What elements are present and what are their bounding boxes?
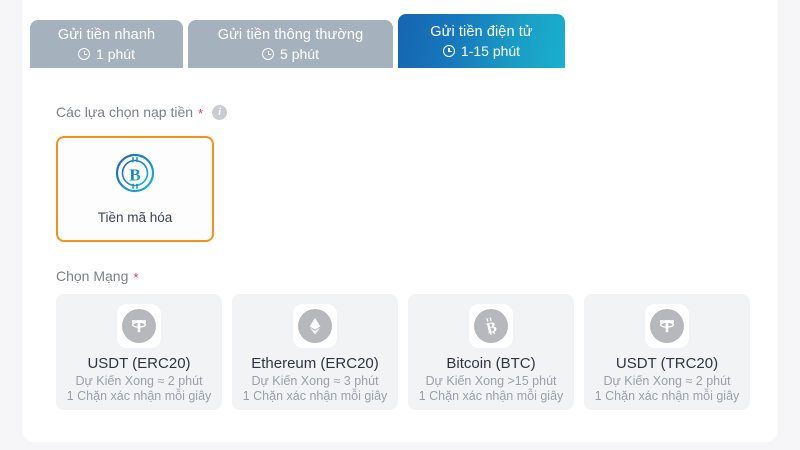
network-confirm: 1 Chặn xác nhận mỗi giây: [242, 389, 388, 403]
tab-title: Gửi tiền thông thường: [217, 26, 364, 43]
info-icon[interactable]: i: [212, 104, 228, 120]
tab-duration-row: 1-15 phút: [442, 42, 521, 60]
tab-duration-row: 1 phút: [78, 45, 135, 63]
network-card-usdt-trc20[interactable]: USDT (TRC20) Dự Kiến Xong ≈ 2 phút 1 Chặ…: [584, 294, 750, 410]
deposit-option-crypto[interactable]: B Tiền mã hóa: [56, 136, 214, 242]
network-name: Bitcoin (BTC): [446, 355, 536, 372]
network-icon-tile: [293, 304, 337, 348]
network-confirm: 1 Chặn xác nhận mỗi giây: [66, 389, 212, 403]
tab-normal-deposit[interactable]: Gửi tiền thông thường 5 phút: [188, 20, 393, 68]
tab-fast-deposit[interactable]: Gửi tiền nhanh 1 phút: [30, 20, 183, 68]
network-icon-tile: [645, 304, 689, 348]
deposit-options-label: Các lựa chọn nạp tiền * i: [56, 104, 228, 121]
network-name: USDT (TRC20): [615, 355, 719, 372]
tab-duration: 1 phút: [96, 45, 135, 62]
tab-title: Gửi tiền nhanh: [57, 26, 156, 43]
network-eta: Dự Kiến Xong ≈ 3 phút: [251, 374, 379, 388]
tab-duration: 5 phút: [280, 45, 319, 62]
network-icon-tile: B: [469, 304, 513, 348]
network-eta: Dự Kiến Xong >15 phút: [425, 374, 557, 388]
tether-icon: [122, 309, 156, 343]
tether-icon: [650, 309, 684, 343]
ethereum-icon: [298, 309, 332, 343]
network-card-list: USDT (ERC20) Dự Kiến Xong ≈ 2 phút 1 Chặ…: [56, 294, 750, 410]
required-asterisk: *: [198, 105, 204, 121]
bitcoin-icon: B: [113, 151, 157, 200]
tab-duration: 1-15 phút: [460, 42, 521, 59]
tab-title: Gửi tiền điện tử: [430, 23, 533, 40]
network-name: USDT (ERC20): [87, 355, 191, 372]
network-icon-tile: [117, 304, 161, 348]
network-confirm: 1 Chặn xác nhận mỗi giây: [418, 389, 564, 403]
clock-icon: [442, 44, 455, 57]
tab-duration-row: 5 phút: [262, 45, 319, 63]
network-eta: Dự Kiến Xong ≈ 2 phút: [603, 374, 731, 388]
network-name: Ethereum (ERC20): [251, 355, 379, 372]
svg-text:B: B: [129, 166, 140, 185]
network-section-label: Chọn Mạng *: [56, 268, 138, 284]
network-card-ethereum-erc20[interactable]: Ethereum (ERC20) Dự Kiến Xong ≈ 3 phút 1…: [232, 294, 398, 410]
deposit-option-label: Tiền mã hóa: [97, 210, 173, 225]
network-card-usdt-erc20[interactable]: USDT (ERC20) Dự Kiến Xong ≈ 2 phút 1 Chặ…: [56, 294, 222, 410]
required-asterisk: *: [133, 269, 139, 285]
network-confirm: 1 Chặn xác nhận mỗi giây: [594, 389, 740, 403]
network-eta: Dự Kiến Xong ≈ 2 phút: [75, 374, 203, 388]
network-label-text: Chọn Mạng: [56, 268, 129, 284]
bitcoin-gray-icon: B: [474, 309, 508, 343]
clock-icon: [262, 47, 275, 60]
deposit-options-label-text: Các lựa chọn nạp tiền: [56, 104, 194, 120]
deposit-method-tabs: Gửi tiền nhanh 1 phút Gửi tiền thông thư…: [30, 14, 565, 68]
network-card-bitcoin[interactable]: B Bitcoin (BTC) Dự Kiến Xong >15 phút 1 …: [408, 294, 574, 410]
svg-text:B: B: [485, 319, 499, 337]
tab-crypto-deposit[interactable]: Gửi tiền điện tử 1-15 phút: [398, 14, 565, 68]
clock-icon: [78, 47, 91, 60]
